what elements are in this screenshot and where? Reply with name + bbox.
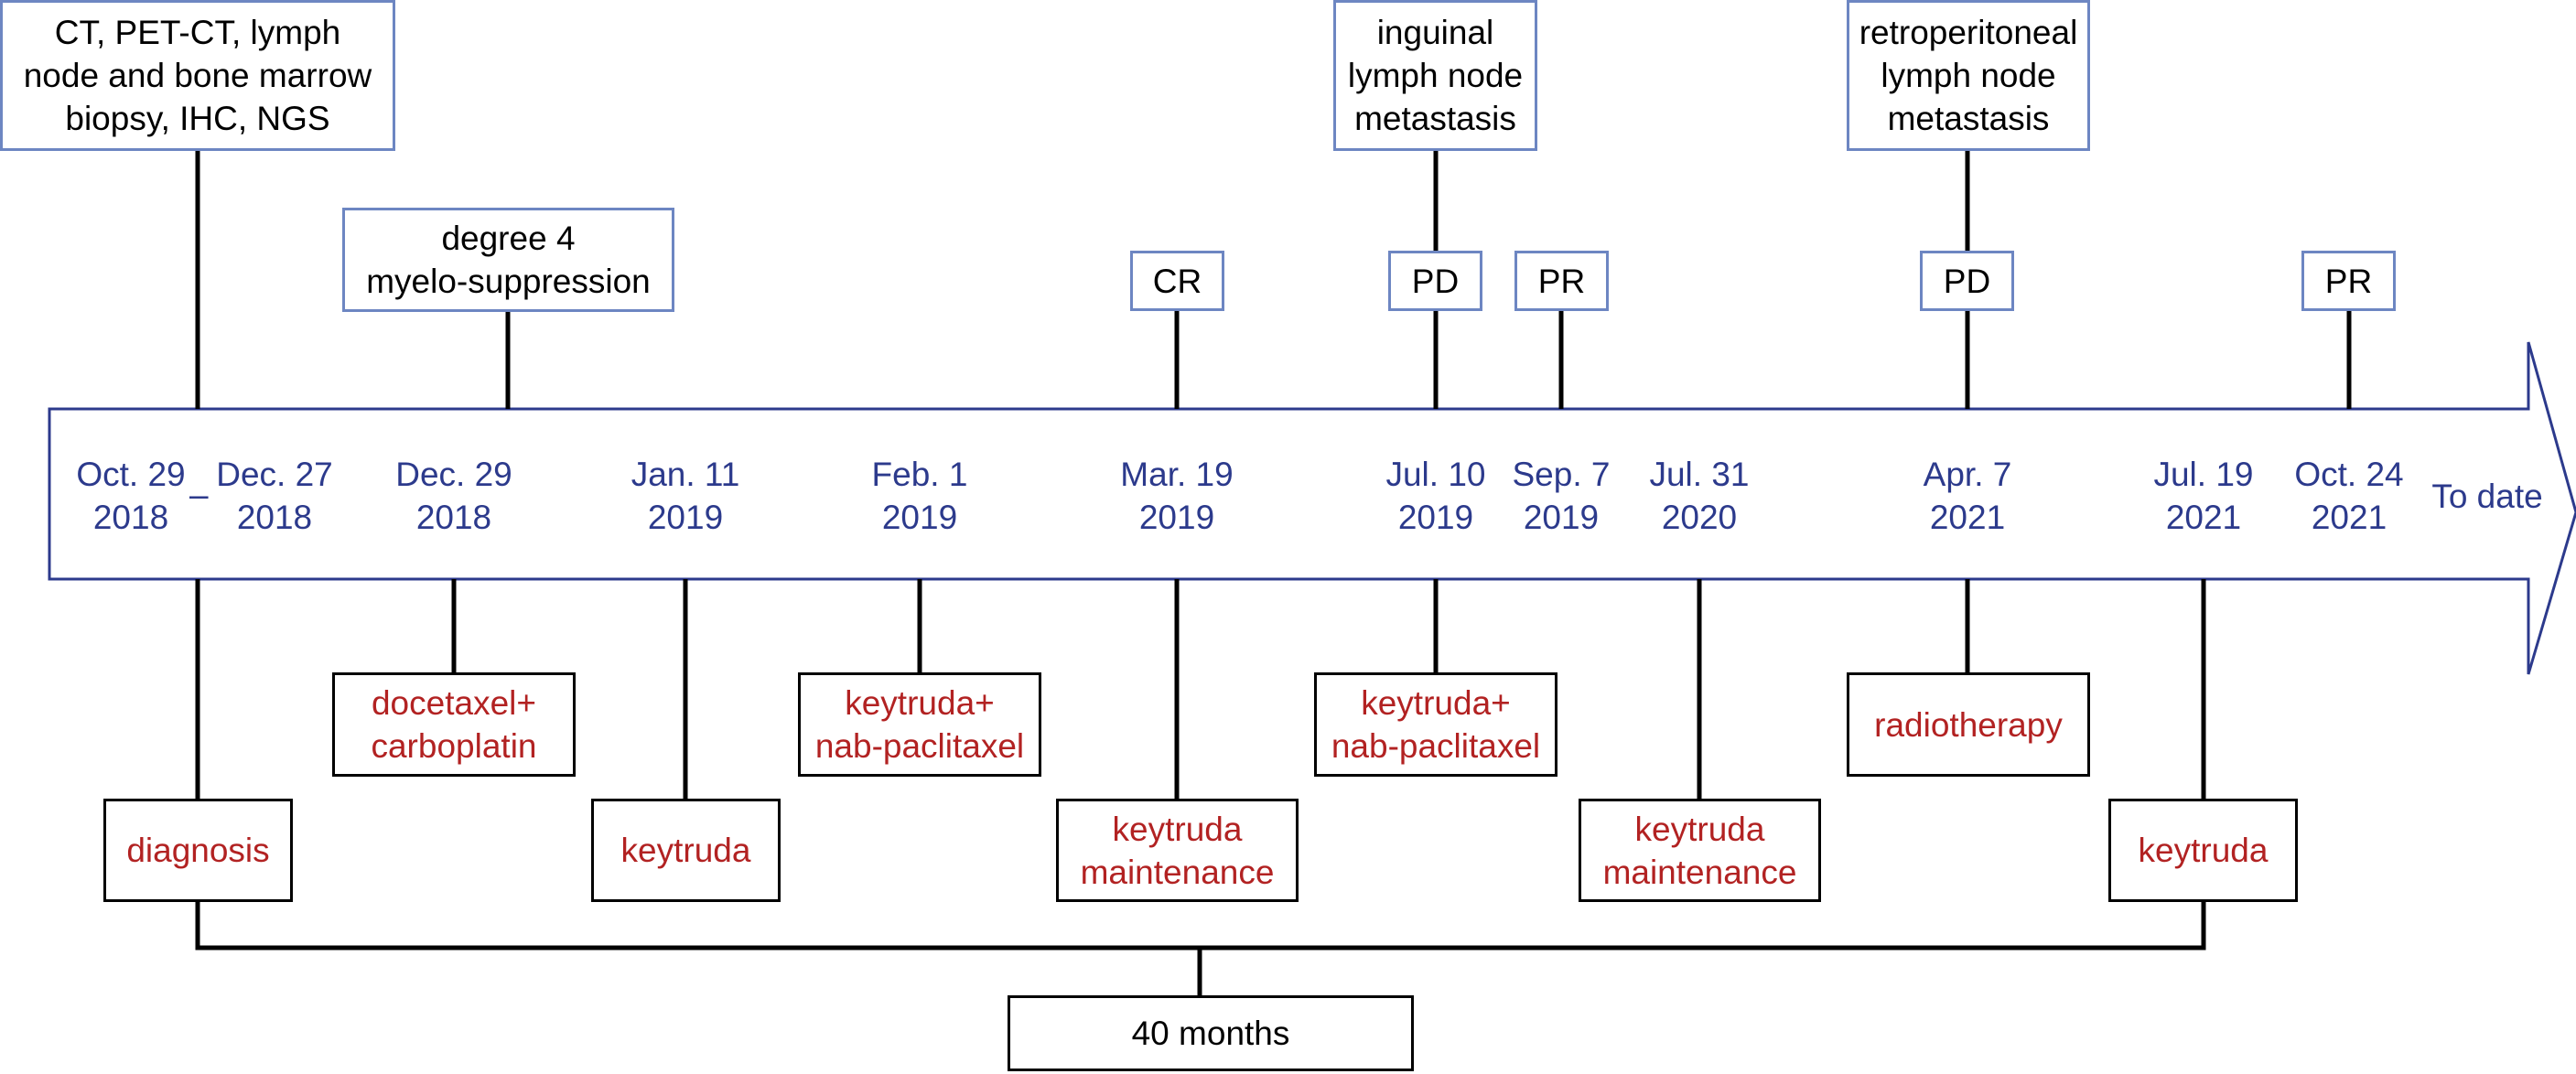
treatment-diagnosis-box: diagnosis	[103, 799, 293, 902]
date-apr-7-2021: Apr. 7 2021	[1923, 456, 2012, 536]
date-oct-24-2021: Oct. 24 2021	[2294, 456, 2404, 536]
event-retroperitoneal-box: retroperitoneal lymph node metastasis	[1847, 0, 2090, 151]
date-jan-11-2019: Jan. 11 2019	[631, 456, 740, 536]
date-mar-19-2019: Mar. 19 2019	[1120, 456, 1234, 536]
date-sep-7-2019: Sep. 7 2019	[1512, 456, 1611, 536]
duration-box: 40 months	[1008, 995, 1414, 1071]
date-dec-27-2018: Dec. 27 2018	[216, 456, 333, 536]
event-myelosuppression-box: degree 4 myelo-suppression	[342, 208, 674, 312]
date-jul-19-2021: Jul. 19 2021	[2153, 456, 2254, 536]
event-pr-2021-box: PR	[2301, 251, 2396, 311]
treatment-radiotherapy-box: radiotherapy	[1847, 672, 2090, 777]
date-dec-29-2018: Dec. 29 2018	[395, 456, 512, 536]
event-inguinal-box: inguinal lymph node metastasis	[1333, 0, 1537, 151]
treatment-docetaxel-box: docetaxel+ carboplatin	[332, 672, 576, 777]
treatment-keytruda-nab-2-box: keytruda+ nab-paclitaxel	[1314, 672, 1557, 777]
event-cr-box: CR	[1130, 251, 1224, 311]
treatment-keytruda-2021-box: keytruda	[2108, 799, 2298, 902]
duration-bracket	[195, 901, 2206, 950]
treatment-keytruda-2019-box: keytruda	[591, 799, 781, 902]
date-jul-10-2019: Jul. 10 2019	[1385, 456, 1486, 536]
event-pd-2021-box: PD	[1920, 251, 2014, 311]
date-oct-29-2018: Oct. 29 2018	[76, 456, 186, 536]
date-range-separator: –	[189, 476, 209, 513]
event-pr-2019-box: PR	[1514, 251, 1609, 311]
treatment-keytruda-maint-1-box: keytruda maintenance	[1056, 799, 1299, 902]
treatment-keytruda-nab-1-box: keytruda+ nab-paclitaxel	[798, 672, 1041, 777]
date-jul-31-2020: Jul. 31 2020	[1649, 456, 1750, 536]
event-pd-2019-box: PD	[1388, 251, 1482, 311]
timeline-arrow	[48, 341, 2576, 675]
event-workup-box: CT, PET-CT, lymph node and bone marrow b…	[0, 0, 395, 151]
date-to-date: To date	[2431, 477, 2543, 515]
date-feb-1-2019: Feb. 1 2019	[871, 456, 968, 536]
treatment-keytruda-maint-2-box: keytruda maintenance	[1579, 799, 1821, 902]
